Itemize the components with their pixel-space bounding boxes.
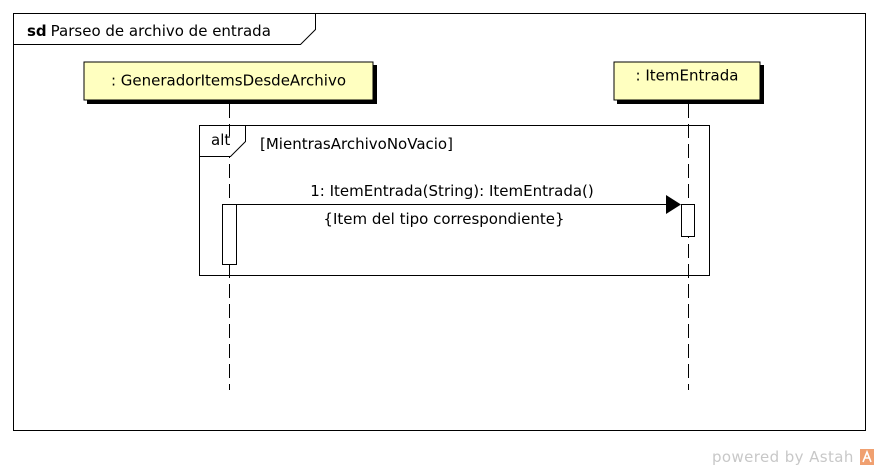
- lifeline-head-generador[interactable]: [83, 61, 374, 101]
- lifeline-label-item: : ItemEntrada: [636, 67, 739, 85]
- alt-operator-tab: [199, 125, 246, 157]
- powered-by-text: powered by Astah: [712, 448, 854, 466]
- message-note: {Item del tipo correspondiente}: [323, 210, 564, 228]
- activation-bar-generador: [222, 204, 237, 265]
- alt-operator: alt: [211, 131, 230, 149]
- frame-name: Parseo de archivo de entrada: [51, 22, 271, 40]
- alt-guard: [MientrasArchivoNoVacio]: [260, 135, 453, 153]
- lifeline-label-generador: : GeneradorItemsDesdeArchivo: [111, 72, 346, 90]
- message-arrowhead: [666, 195, 681, 214]
- alt-fragment[interactable]: [199, 125, 710, 276]
- frame-keyword: sd: [27, 22, 47, 40]
- frame-name-tab: [13, 13, 316, 45]
- lifeline-head-item[interactable]: [613, 61, 761, 101]
- activation-bar-item: [681, 204, 695, 237]
- astah-logo-icon: [860, 449, 874, 465]
- message-label: 1: ItemEntrada(String): ItemEntrada(): [310, 182, 594, 200]
